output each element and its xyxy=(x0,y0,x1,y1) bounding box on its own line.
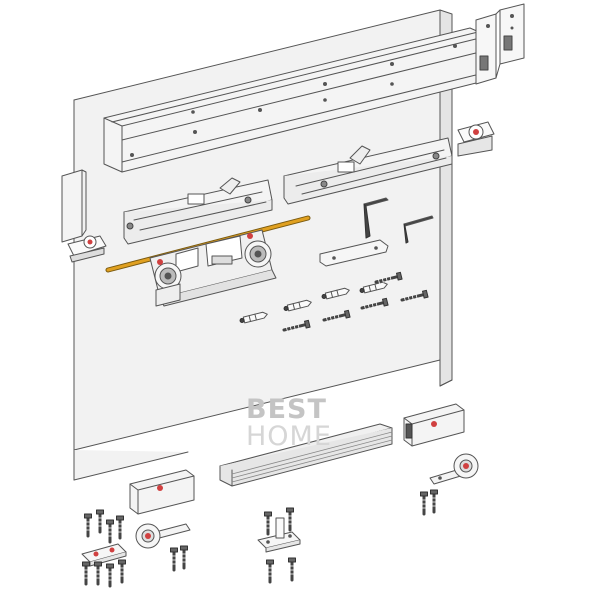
stopper-block-left xyxy=(129,469,195,515)
hex-key-large xyxy=(363,197,389,239)
bottom-guide-profile xyxy=(219,423,393,487)
watermark-line-2: HOME xyxy=(246,421,332,452)
left-roller-stop xyxy=(67,235,107,263)
end-cap xyxy=(403,403,465,447)
left-soft-close-damper xyxy=(123,177,273,245)
floor-guide-right xyxy=(429,453,479,485)
hex-key-small xyxy=(403,215,434,244)
floor-guide-left xyxy=(81,523,191,567)
roller-carriage xyxy=(149,229,277,307)
stopper-plate xyxy=(319,239,389,267)
floor-guide-left-screws xyxy=(81,508,189,588)
right-soft-close-damper xyxy=(283,137,453,205)
floor-guide-center xyxy=(257,517,301,553)
floor-guide-right-screws xyxy=(419,488,439,516)
wall-bracket xyxy=(475,3,525,85)
left-end-bracket xyxy=(61,169,87,243)
watermark-line-1: BEST xyxy=(246,394,327,425)
right-roller-stop xyxy=(457,121,495,157)
